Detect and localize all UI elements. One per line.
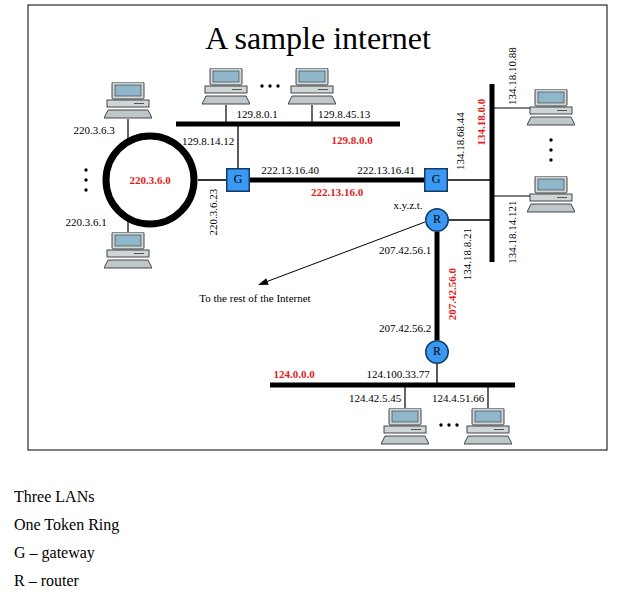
node-letter: G bbox=[432, 173, 441, 187]
drop-wire bbox=[237, 126, 238, 168]
ip-address: 124.100.33.77 bbox=[366, 368, 429, 381]
gateway-box: G bbox=[424, 168, 448, 192]
node-letter: G bbox=[234, 173, 243, 187]
footnote-line: G – gateway bbox=[14, 544, 95, 562]
computer-icon bbox=[381, 408, 429, 444]
footnote-line: R – router bbox=[14, 572, 79, 590]
lan-bus bbox=[176, 122, 400, 127]
router-circle: R bbox=[425, 340, 449, 364]
network-address: 129.8.0.0 bbox=[331, 134, 372, 147]
ip-address: x.y.z.t. bbox=[393, 199, 422, 212]
router-outline bbox=[426, 209, 449, 232]
ellipsis-dots bbox=[84, 84, 552, 426]
network-address: 124.0.0.0 bbox=[273, 368, 314, 381]
gateway-outline bbox=[425, 169, 448, 192]
drop-wire bbox=[404, 387, 405, 408]
ip-address: 129.8.0.1 bbox=[236, 108, 277, 121]
ip-address: 124.42.5.45 bbox=[349, 392, 401, 405]
diagram-title: A sample internet bbox=[205, 20, 431, 57]
drop-wire bbox=[449, 219, 490, 220]
lan-bus bbox=[490, 84, 495, 262]
gateway-outline bbox=[227, 169, 250, 192]
drop-wire bbox=[494, 195, 530, 196]
ip-address: 134.18.10.88 bbox=[506, 47, 519, 105]
ip-address: 124.4.51.66 bbox=[432, 392, 484, 405]
footnote-line: One Token Ring bbox=[14, 516, 119, 534]
computer-icon bbox=[104, 82, 152, 118]
ip-address: 222.13.16.40 bbox=[261, 164, 319, 177]
ip-address: 134.18.8.21 bbox=[461, 228, 474, 280]
network-cable bbox=[250, 178, 424, 183]
computer-icon bbox=[104, 232, 152, 268]
network-address: 222.13.16.0 bbox=[311, 186, 363, 199]
computer-icon bbox=[527, 89, 575, 125]
ring-outline bbox=[106, 136, 194, 224]
drop-wire bbox=[127, 221, 128, 233]
drop-wire bbox=[448, 179, 490, 180]
computer-icon bbox=[464, 408, 512, 444]
network-address: 134.18.0.0 bbox=[475, 99, 488, 146]
gateway-box: G bbox=[226, 168, 250, 192]
ip-address: 220.3.6.23 bbox=[207, 189, 220, 236]
computer-icon bbox=[202, 68, 250, 104]
drop-wire bbox=[494, 107, 530, 108]
drop-wire bbox=[487, 387, 488, 408]
lan-bus bbox=[270, 383, 515, 388]
node-letter: R bbox=[433, 213, 441, 227]
ip-address: 207.42.56.2 bbox=[379, 322, 431, 335]
drop-wire bbox=[127, 119, 128, 139]
ip-address: 134.18.68.44 bbox=[454, 112, 467, 170]
network-address: 220.3.6.0 bbox=[129, 174, 170, 187]
ip-address: 129.8.45.13 bbox=[318, 108, 370, 121]
ip-address: 220.3.6.3 bbox=[73, 124, 114, 137]
drop-wire bbox=[225, 105, 226, 122]
drop-wire bbox=[311, 105, 312, 122]
ip-address: 222.13.16.41 bbox=[357, 164, 415, 177]
ip-address: 207.42.56.1 bbox=[379, 244, 431, 257]
ip-address: 134.18.14.121 bbox=[506, 200, 519, 263]
router-outline bbox=[426, 341, 449, 364]
figure-frame bbox=[28, 5, 607, 450]
network-cable bbox=[435, 232, 440, 340]
ip-address: 129.8.14.12 bbox=[182, 135, 234, 148]
network-address: 207.42.56.0 bbox=[446, 268, 459, 320]
network-link bbox=[198, 179, 226, 181]
router-circle: R bbox=[425, 208, 449, 232]
ip-address: 220.3.6.1 bbox=[65, 216, 106, 229]
computer-icon bbox=[527, 176, 575, 212]
pointer-note: To the rest of the Internet bbox=[199, 292, 310, 305]
computer-icon bbox=[288, 68, 336, 104]
footnote-line: Three LANs bbox=[14, 488, 94, 506]
arrow-head bbox=[258, 278, 269, 285]
drop-wire bbox=[436, 364, 437, 383]
node-letter: R bbox=[433, 345, 441, 359]
